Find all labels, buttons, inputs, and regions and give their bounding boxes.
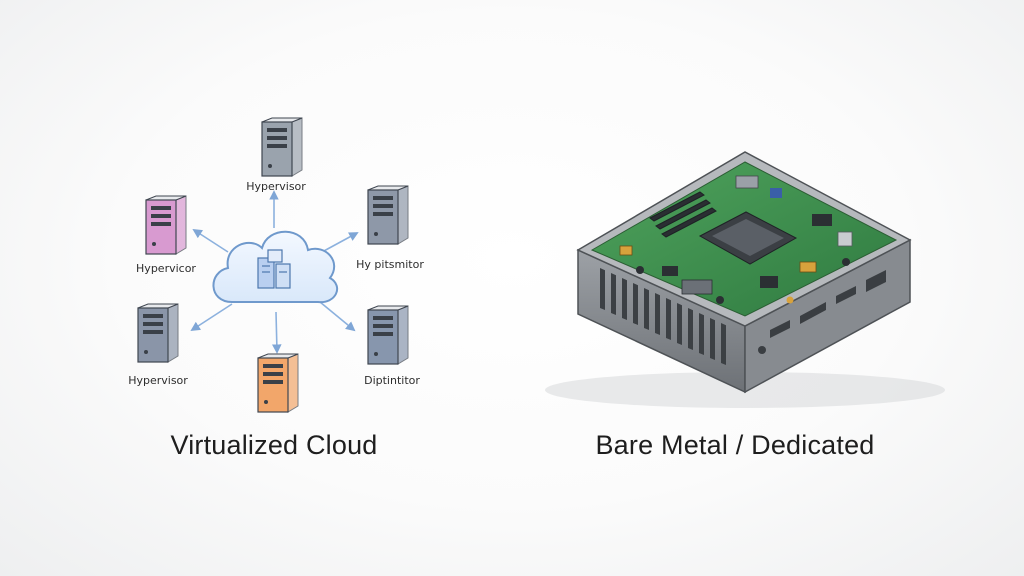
virtual-machine-stack-icon (257, 249, 291, 289)
vent-slot (655, 293, 660, 335)
vent-slot (611, 273, 616, 315)
vent-slot (677, 303, 682, 345)
server-tower-icon (367, 305, 409, 365)
arrow-bottom-right (319, 301, 356, 332)
server-tower-icon (145, 195, 187, 255)
node-label: Hypervisor (246, 180, 306, 193)
server-nodes (137, 117, 409, 413)
cloud-icon (212, 230, 339, 304)
vent-slot (710, 318, 715, 360)
server-tower-icon (137, 303, 179, 363)
server-chassis-icon (545, 151, 945, 408)
node-label: Hypervisor (128, 374, 188, 387)
bare-metal-caption: Bare Metal / Dedicated (595, 430, 875, 460)
vent-slot (721, 323, 726, 365)
node-label: Diptintitor (364, 374, 420, 387)
vent-slot (699, 313, 704, 355)
vent-slot (600, 268, 605, 310)
vent-slot (688, 308, 693, 350)
node-label: Hy pitsmitor (356, 258, 424, 271)
arrow-top-left (192, 228, 229, 253)
vent-slot (666, 298, 671, 340)
connector-arrows (190, 190, 359, 354)
memory-slots (649, 191, 717, 238)
chassis-vents (600, 268, 726, 365)
board-components (619, 175, 853, 304)
virtualized-cloud-caption: Virtualized Cloud (170, 430, 378, 460)
server-tower-icon (257, 353, 299, 413)
vent-slot (622, 278, 627, 320)
node-label: Hypervicor (136, 262, 196, 275)
chassis-ports (758, 270, 886, 354)
arrow-bottom-left (190, 303, 233, 332)
arrow-bottom (272, 311, 282, 354)
cpu-chip-icon (698, 211, 798, 265)
server-tower-icon (367, 185, 409, 245)
vent-slot (644, 288, 649, 330)
arrow-top-right (321, 232, 359, 253)
server-tower-icon (261, 117, 303, 177)
cloud-network-diagram (137, 117, 409, 413)
vent-slot (633, 283, 638, 325)
